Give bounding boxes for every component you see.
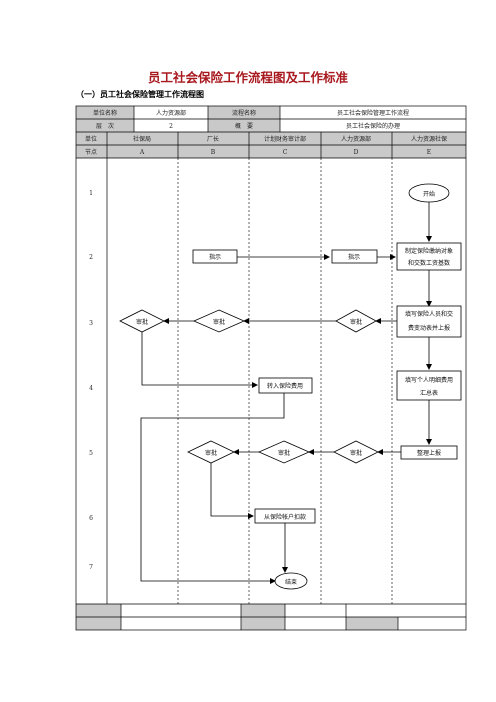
node-e: E — [427, 149, 431, 156]
start-terminal — [408, 183, 450, 203]
process-fill-change-form — [396, 305, 462, 338]
row-number: 1 — [89, 190, 93, 197]
process-organize-report — [400, 445, 458, 460]
deduct-account-label: 从保险帐户扣款 — [264, 513, 306, 521]
decision-b5-approve — [187, 440, 235, 464]
decision-c5-approve — [258, 440, 310, 464]
process-d-instruct — [331, 249, 378, 264]
node-b: B — [211, 149, 216, 156]
footer-shading — [76, 604, 398, 630]
dept-b: 厂长 — [207, 135, 219, 143]
set-coverage-label-1: 制定保险缴纳对象 — [405, 247, 453, 255]
level-label: 层 次 — [96, 122, 114, 130]
dept-c: 计划财务审计部 — [264, 135, 306, 143]
decision-b-approve — [193, 309, 245, 333]
node-a: A — [139, 149, 145, 156]
nodes — [119, 183, 462, 590]
row-number: 4 — [89, 385, 93, 392]
node-labels: 开始 制定保险缴纳对象 和交数工资基数 指示 指示 填写保险人员和交 费变动表并… — [136, 190, 453, 586]
unit-label: 单位名称 — [93, 109, 117, 117]
row-number: 7 — [89, 564, 93, 571]
organize-report-label: 整理上报 — [417, 449, 441, 457]
dept-a: 社保局 — [133, 135, 151, 143]
row-number: 6 — [89, 515, 93, 522]
transfer-fee-label: 转入保险费用 — [267, 382, 303, 390]
process-set-coverage — [396, 242, 462, 271]
d-approve-label: 审批 — [350, 318, 362, 326]
header-shading — [76, 106, 466, 158]
detail-summary-label-1: 填写个人明细费用 — [405, 376, 453, 384]
decision-a-approve — [119, 309, 165, 333]
level-value: 2 — [169, 123, 173, 130]
header-text: 单位名称 人力资源部 流程名称 员工社会保险管理工作流程 层 次 2 概 要 员… — [85, 109, 447, 156]
start-label: 开始 — [423, 190, 435, 198]
document-title: 员工社会保险工作流程图及工作标准 — [147, 70, 348, 85]
process-value: 员工社会保险管理工作流程 — [337, 109, 409, 117]
dept-e: 人力资源社保 — [411, 135, 447, 143]
process-label: 流程名称 — [232, 109, 256, 117]
unit-value: 人力资源部 — [156, 109, 186, 117]
change-form-label-1: 填写保险人员和交 — [405, 310, 453, 318]
row-number: 2 — [89, 254, 93, 261]
d-instruct-label: 指示 — [348, 253, 360, 261]
table-grid — [75, 105, 467, 631]
end-label: 结束 — [285, 578, 297, 586]
dept-label: 单位 — [85, 135, 97, 143]
summary-label: 概 要 — [235, 122, 253, 130]
dept-d: 人力资源部 — [341, 135, 371, 143]
node-c: C — [283, 149, 288, 156]
row-number: 3 — [89, 320, 93, 327]
process-fill-detail-summary — [396, 370, 462, 401]
end-terminal — [274, 572, 308, 590]
decision-d-approve — [335, 309, 377, 333]
process-transfer-fee — [258, 377, 313, 394]
d5-approve-label: 审批 — [350, 449, 362, 457]
a-approve-label: 审批 — [136, 318, 148, 326]
section-subtitle: （一）员工社会保险管理工作流程图 — [76, 90, 204, 99]
decision-d5-approve — [333, 440, 379, 464]
c5-approve-label: 审批 — [278, 449, 290, 457]
connectors — [140, 202, 432, 584]
node-label: 节点 — [85, 148, 97, 156]
node-d: D — [354, 149, 359, 156]
change-form-label-2: 费变动表并上报 — [408, 324, 450, 332]
summary-value: 员工社会保险的办理 — [346, 122, 400, 130]
b5-approve-label: 审批 — [205, 449, 217, 457]
row-number: 5 — [89, 450, 93, 457]
process-b-instruct — [192, 249, 238, 264]
row-numbers: 1 2 3 4 5 6 7 — [89, 190, 93, 571]
detail-summary-label-2: 汇总表 — [420, 389, 438, 397]
set-coverage-label-2: 和交数工资基数 — [408, 259, 450, 267]
b-instruct-label: 指示 — [209, 253, 221, 261]
b-approve-label: 审批 — [213, 318, 225, 326]
process-deduct-account — [254, 508, 316, 524]
